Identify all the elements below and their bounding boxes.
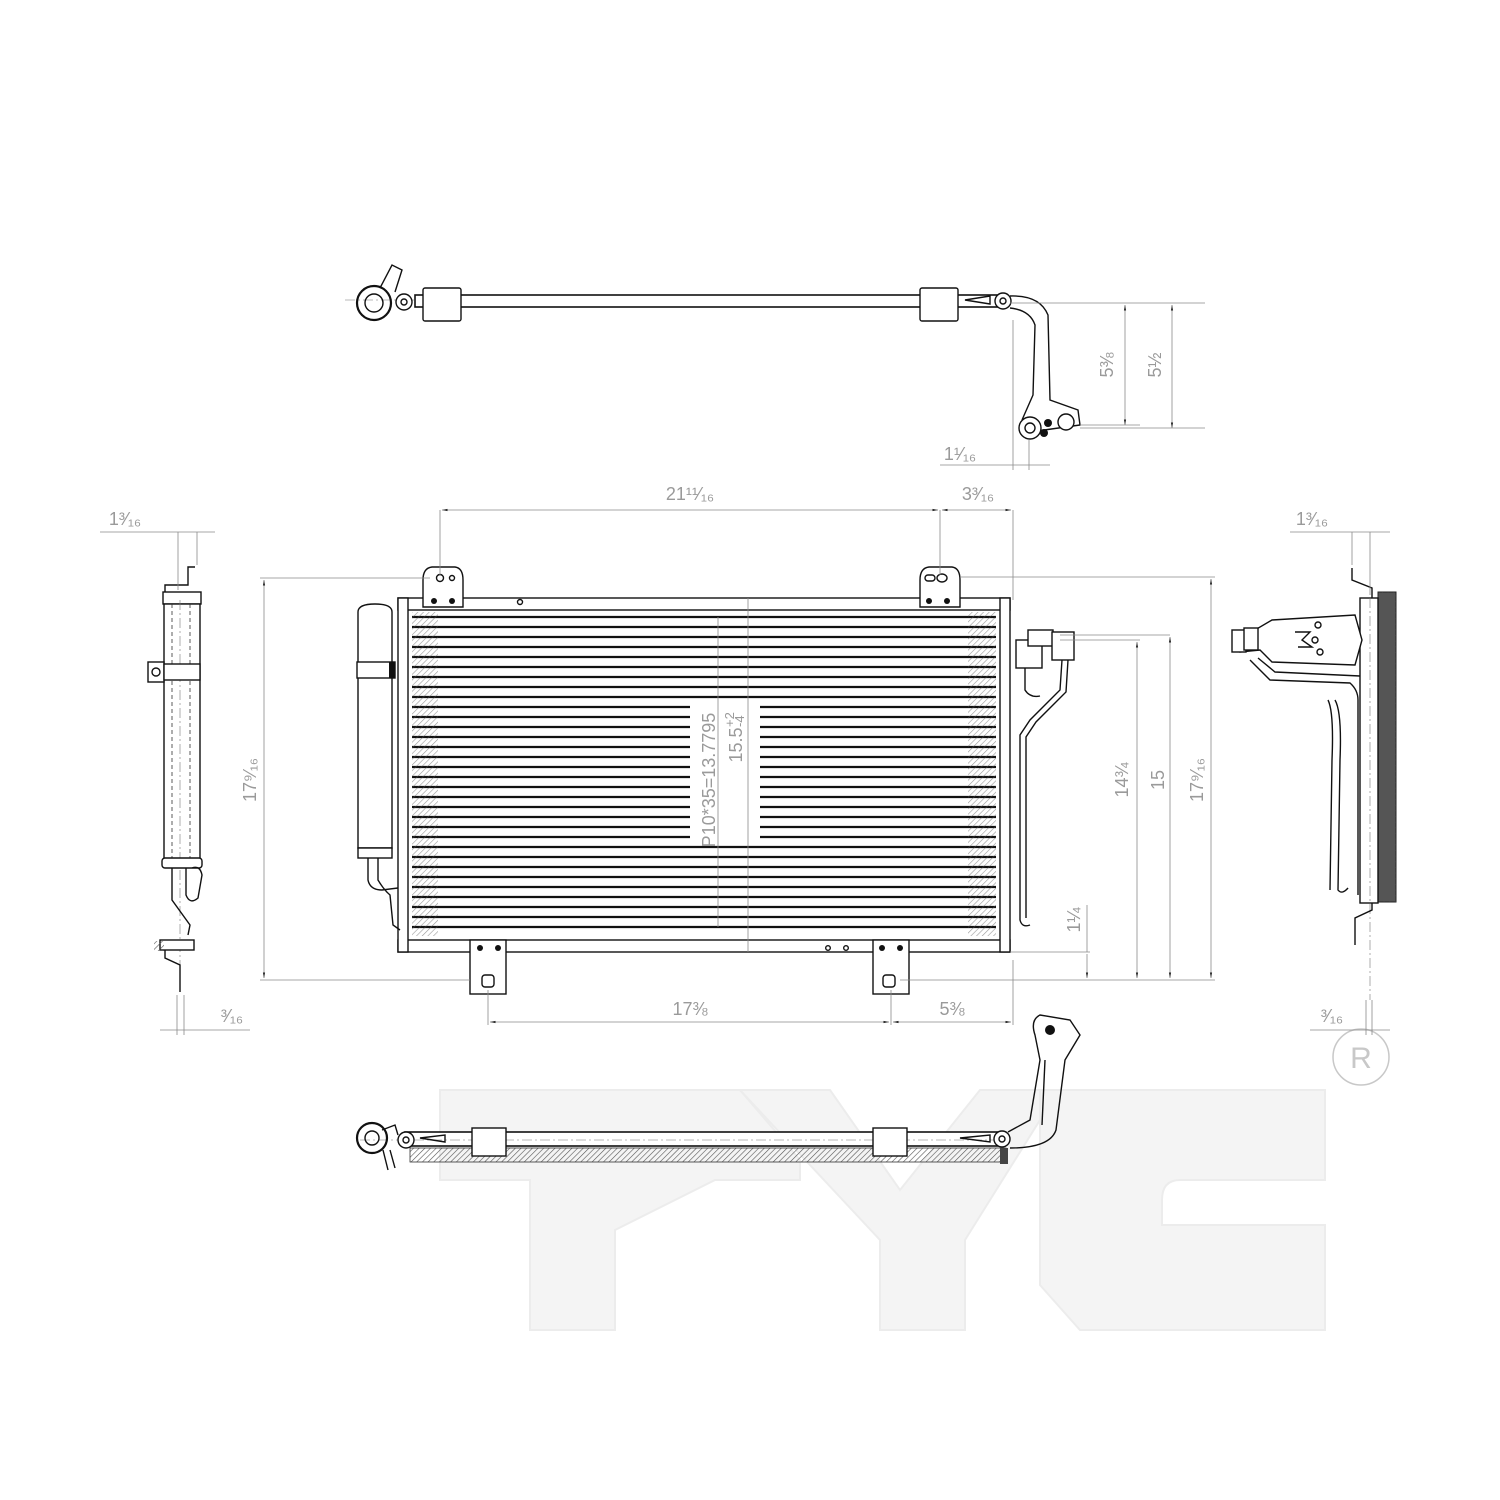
core-note-width: 15.5 +2 -4 (722, 712, 747, 762)
dim-bracket-span-bottom: 17⅜ (672, 999, 708, 1019)
dim-bracket-span-top: 21¹¹⁄₁₆ (666, 484, 714, 504)
dim-top-height-inner: 5⅜ (1097, 352, 1117, 378)
receiver-drier (356, 603, 401, 931)
dim-bottom-offset: 1¼ (1064, 907, 1084, 933)
front-view (356, 566, 1075, 995)
bottom-bracket-right (872, 939, 910, 995)
dim-bracket-to-edge-bottom: 5⅜ (939, 999, 965, 1019)
dim-fitting-height-1: 14¾ (1112, 762, 1132, 798)
svg-text:-4: -4 (732, 715, 747, 727)
dim-left-top-width: 1³⁄₁₆ (109, 509, 141, 529)
tyc-watermark-logo (439, 1089, 1326, 1331)
front-view-dimension-lines (260, 508, 1215, 1025)
dim-top-height-outer: 5½ (1145, 352, 1165, 377)
dim-bracket-to-edge-top: 3³⁄₁₆ (962, 484, 994, 504)
bottom-view (355, 1014, 1081, 1171)
inlet-outlet-fitting (1015, 629, 1075, 927)
top-bracket-left (422, 566, 464, 608)
registered-mark: R (1332, 1028, 1390, 1086)
svg-text:R: R (1350, 1042, 1372, 1075)
svg-text:15.5: 15.5 (726, 727, 746, 762)
left-side-view (100, 531, 250, 1035)
core-note-pitch: P10*35=13.7795 (699, 713, 719, 848)
top-view (345, 264, 1205, 470)
dim-right-top-width: 1³⁄₁₆ (1296, 509, 1328, 529)
top-bracket-right (919, 566, 961, 608)
bottom-bracket-left (469, 939, 507, 995)
svg-text:+2: +2 (722, 712, 737, 727)
dim-right-bottom-width: ³⁄₁₆ (1321, 1006, 1343, 1026)
dim-top-offset: 1¹⁄₁₆ (944, 444, 976, 464)
dim-fitting-height-2: 15 (1148, 770, 1168, 790)
dim-overall-height-left: 17⁹⁄₁₆ (240, 758, 260, 802)
dim-left-bottom-width: ³⁄₁₆ (221, 1006, 243, 1026)
dim-overall-height-right: 17⁹⁄₁₆ (1187, 758, 1207, 802)
condenser-core-tubes (412, 612, 996, 936)
right-side-view (1231, 531, 1397, 1035)
